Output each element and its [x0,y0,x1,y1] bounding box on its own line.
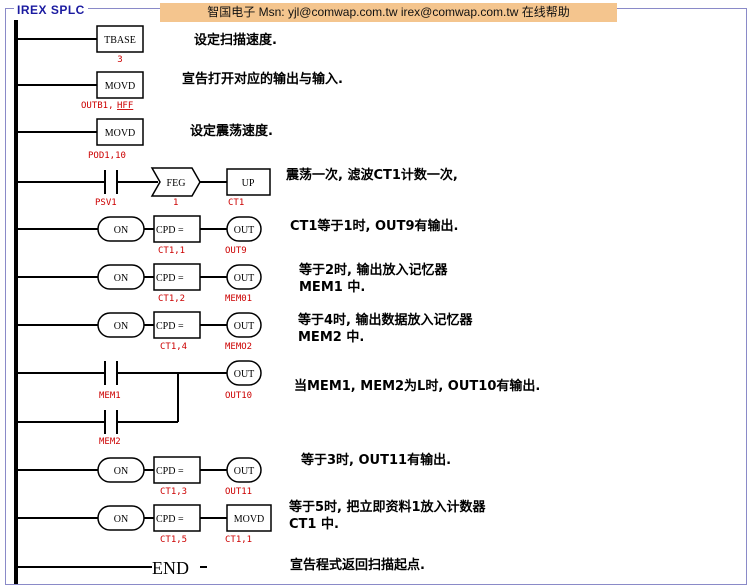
cpd-compare-box[interactable] [153,456,201,484]
comment-ct1-5-line2: CT1 中. [289,517,339,532]
comment-ct1-2-line2: MEM1 中. [299,280,366,295]
movd-box[interactable] [226,504,272,532]
rung-ct1-1[interactable]: ON CPD = CT1,1 OUT OUT9 [18,215,262,256]
rung-movd-outb1[interactable]: MOVD OUTB1, HFF [18,71,144,111]
cpd-label: CT1,3 [160,487,187,497]
movd-label: CT1,1 [225,535,252,545]
comment-ct1-4: 等于4时, 输出数据放入记忆器 [298,313,473,328]
comment-feg-up: 震荡一次, 滤波CT1计数一次, [286,168,458,183]
mem2-label: MEM2 [99,437,121,447]
out-label: OUT10 [225,391,252,401]
cpd-text: CPD = [156,321,184,332]
comment-movd-pod1: 设定震荡速度. [190,124,273,139]
app-title: IREX SPLC [14,3,88,17]
cpd-compare-box[interactable] [153,215,201,243]
feg-label: 1 [173,198,178,208]
comment-ct1-2: 等于2时, 输出放入记忆器 [299,263,448,278]
rung-mem-parallel[interactable]: MEM1 MEM2 OUT OUT10 [18,360,262,447]
mem1-label: MEM1 [99,391,121,401]
out-coil[interactable] [226,457,262,483]
end-instruction[interactable]: END [152,558,189,578]
feg-text: FEG [167,178,186,189]
rung-ct1-2[interactable]: ON CPD = CT1,2 OUT MEM01 [18,263,262,304]
movd-text: MOVD [234,514,265,525]
out-label: OUT11 [225,487,252,497]
movd-pod-label: POD1,10 [88,151,126,161]
up-text: UP [242,178,255,189]
cpd-text: CPD = [156,225,184,236]
out-label: MEM01 [225,294,252,304]
cpd-label: CT1,2 [158,294,185,304]
movd-box[interactable] [96,71,144,99]
out-text: OUT [234,466,255,477]
comment-tbase: 设定扫描速度. [194,33,277,48]
tbase-box-text: TBASE [104,35,136,46]
cpd-text: CPD = [156,466,184,477]
rung-ct1-5[interactable]: ON CPD = CT1,5 MOVD CT1,1 [18,504,272,545]
movd-pod-box[interactable] [96,118,144,146]
cpd-text: CPD = [156,273,184,284]
movd-box-text: MOVD [105,81,136,92]
rung-movd-pod1[interactable]: MOVD POD1,10 [18,118,144,161]
out-label: OUT9 [225,246,247,256]
comment-movd-outb1: 宣告打开对应的输出与输入. [182,72,343,87]
cpd-text: CPD = [156,514,184,525]
tbase-label: 3 [117,55,122,65]
feg-block[interactable] [150,167,201,197]
movd-label-b: HFF [117,101,133,111]
up-counter-box[interactable] [226,168,271,196]
comment-end: 宣告程式返回扫描起点. [290,558,425,573]
movd-label-a: OUTB1, [81,101,114,111]
rung-end[interactable]: END [18,558,207,578]
out-text: OUT [234,225,255,236]
comment-ct1-3: 等于3时, OUT11有输出. [301,453,452,468]
comment-ct1-4-line2: MEM2 中. [298,330,365,345]
on-text: ON [114,225,128,236]
rung-tbase[interactable]: TBASE 3 [18,25,144,65]
out-label: MEMO2 [225,342,252,352]
cpd-label: CT1,5 [160,535,187,545]
on-text: ON [114,321,128,332]
up-label: CT1 [228,198,244,208]
cpd-label: CT1,1 [158,246,185,256]
out-text: OUT [234,369,255,380]
rung-ct1-3[interactable]: ON CPD = CT1,3 OUT OUT11 [18,456,262,497]
movd-pod-box-text: MOVD [105,128,136,139]
out-text: OUT [234,321,255,332]
contact-banner[interactable]: 智国电子 Msn: yjl@comwap.com.tw irex@comwap.… [160,3,617,22]
comment-ct1-1: CT1等于1时, OUT9有输出. [290,219,459,234]
power-rail [14,20,18,584]
on-text: ON [114,514,128,525]
out-coil[interactable] [226,360,262,386]
comment-ct1-5: 等于5时, 把立即资料1放入计数器 [289,500,486,515]
tbase-box[interactable] [96,25,144,53]
out-coil[interactable] [226,216,262,242]
out-text: OUT [234,273,255,284]
comment-mem-parallel: 当MEM1, MEM2为L时, OUT10有输出. [294,379,541,394]
out-coil[interactable] [226,264,262,290]
cpd-label: CT1,4 [160,342,187,352]
psv1-label: PSV1 [95,198,117,208]
out-coil[interactable] [226,312,262,338]
rung-ct1-4[interactable]: ON CPD = CT1,4 OUT MEMO2 [18,311,262,352]
on-text: ON [114,466,128,477]
on-text: ON [114,273,128,284]
rung-feg-up[interactable]: PSV1 FEG 1 UP CT1 [18,167,271,208]
